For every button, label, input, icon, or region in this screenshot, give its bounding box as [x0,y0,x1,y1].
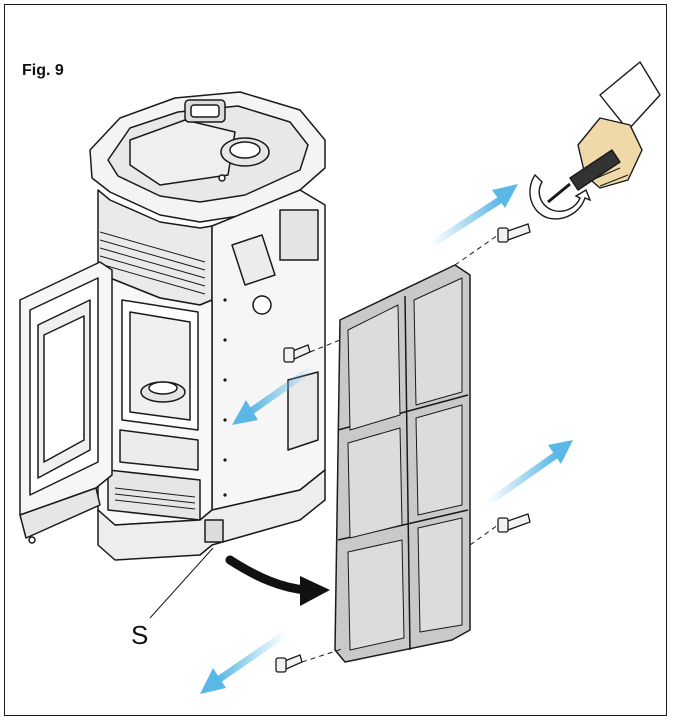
stove-open-door [19,261,113,544]
stove-body [89,91,326,561]
side-tile-panel [334,264,471,663]
stove-base [97,469,326,561]
removal-direction-arrow-icon [431,184,518,246]
hand-with-screwdriver-icon [547,61,661,204]
s-leader-line [149,547,214,619]
removal-direction-arrow-icon [200,632,286,694]
figure-label: Fig. 9 [22,62,64,79]
screw-icon [275,654,303,673]
screw-icon [497,223,531,243]
removal-arrows [200,184,573,694]
callout-s-label: S [131,620,149,650]
curved-pointer-arrow-icon [225,555,330,606]
fixing-screws [275,223,531,673]
rotation-arrow-icon [529,173,592,220]
guide-lines [301,234,499,663]
removal-direction-arrow-icon [232,366,314,425]
removal-direction-arrow-icon [488,440,573,504]
screw-icon [283,344,311,363]
screw-icon [497,513,531,533]
